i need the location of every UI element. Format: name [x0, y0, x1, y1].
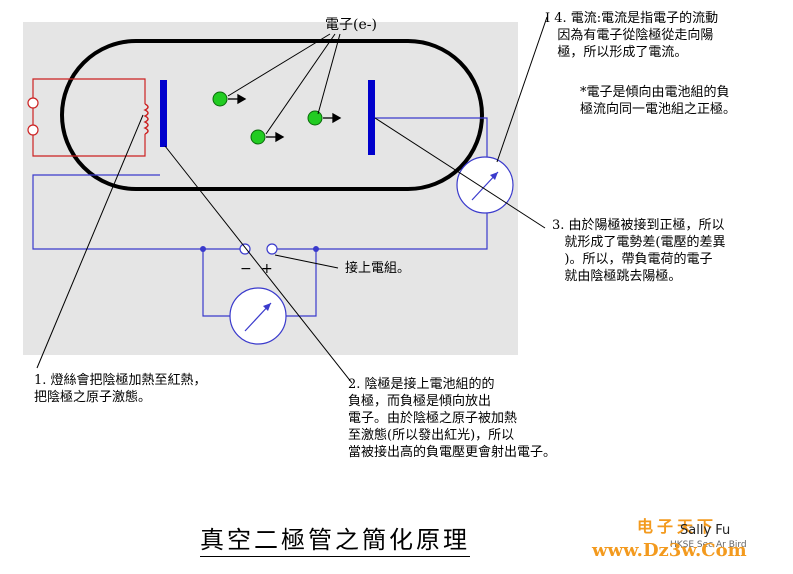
- electron-dot: [307, 110, 323, 126]
- anode-plate: [368, 80, 375, 155]
- leader-line: [227, 33, 331, 97]
- battery-minus-sign: −: [240, 261, 252, 277]
- electron-arrow-icon: [228, 93, 342, 143]
- author-name: Sally Fu: [680, 523, 731, 538]
- cathode-plate: [160, 80, 167, 147]
- battery-plus-sign: +: [261, 261, 273, 277]
- battery-positive-terminal: [266, 243, 278, 255]
- electron-label: 電子(e-): [325, 17, 377, 33]
- battery-label: 接上電組。: [345, 260, 410, 276]
- leader-line: [164, 145, 353, 384]
- leader-line: [374, 117, 546, 229]
- electron-dot: [250, 129, 266, 145]
- voltmeter-meter-icon: [229, 287, 287, 345]
- watermark-bottom: www.Dz3w.Com: [592, 540, 747, 561]
- leader-line: [274, 254, 339, 269]
- filament-terminal: [27, 124, 39, 136]
- voltmeter-wire: [202, 249, 230, 317]
- leader-line: [36, 114, 144, 369]
- vacuum-tube: [60, 39, 484, 191]
- leader-line: [496, 16, 548, 163]
- ammeter-meter-icon: [456, 156, 514, 214]
- note-electron-direction: *電子是傾向由電池組的負 極流向同一電池組之正極。: [580, 85, 737, 117]
- voltmeter-wire: [286, 249, 317, 317]
- author-subtitle: HKSE Sec Ar Bird: [670, 540, 747, 550]
- filament-terminal: [27, 97, 39, 109]
- note-cathode: 2. 陰極是接上電池組的的 負極，而負極是傾向放出 電子。由於陰極之原子被加熱 …: [348, 377, 557, 460]
- note-anode: 3. 由於陽極被接到正極，所以 就形成了電勢差(電壓的差異 )。所以，帶負電荷的…: [552, 218, 726, 284]
- voltmeter-needle-head: [263, 303, 271, 311]
- electron-dot: [212, 91, 228, 107]
- watermark-top: 电子天下: [637, 517, 718, 536]
- leader-line: [317, 33, 341, 115]
- cathode-wire: [32, 174, 245, 250]
- battery-negative-terminal: [239, 243, 251, 255]
- filament-wire: [32, 78, 146, 157]
- ammeter-needle-head: [490, 172, 498, 180]
- note-filament: 1. 燈絲會把陰極加熱至紅熱， 把陰極之原子激態。: [34, 373, 207, 405]
- filament-coil-icon: [143, 103, 149, 135]
- leader-line: [265, 33, 336, 135]
- page-title: 真空二極管之簡化原理: [200, 520, 470, 557]
- note-current: I 4. 電流:電流是指電子的流動 因為有電子從陰極從走向陽 極，所以形成了電流…: [545, 11, 719, 60]
